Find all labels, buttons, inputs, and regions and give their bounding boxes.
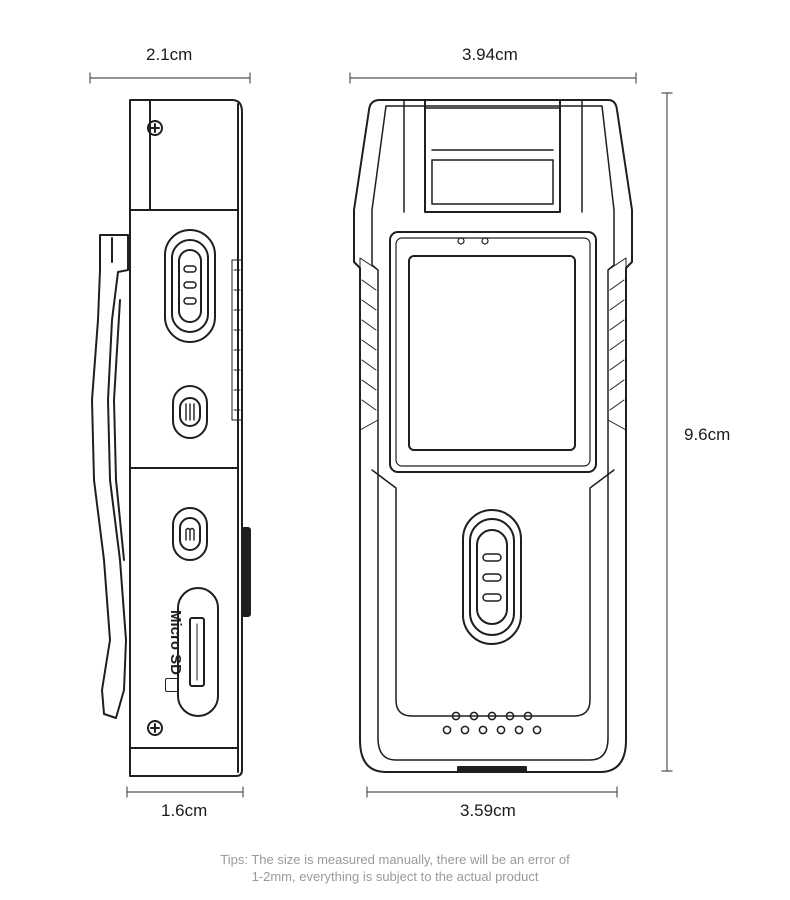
power-button-icon bbox=[172, 385, 208, 439]
side-width-bottom-label: 1.6cm bbox=[161, 801, 208, 820]
sd-slot bbox=[177, 587, 219, 717]
sd-card-icon bbox=[165, 678, 179, 692]
side-record-button bbox=[164, 229, 216, 343]
front-side-grille-right bbox=[607, 257, 627, 431]
tips-line-2: 1-2mm, everything is subject to the actu… bbox=[251, 869, 539, 884]
front-side-grille-left bbox=[359, 257, 379, 431]
side-body bbox=[129, 99, 243, 777]
screw-icon bbox=[147, 720, 163, 736]
mode-button-icon bbox=[172, 507, 208, 561]
side-view bbox=[91, 99, 251, 777]
screw-icon bbox=[147, 120, 163, 136]
bottom-port bbox=[457, 766, 527, 773]
tips-line-1: Tips: The size is measured manually, the… bbox=[220, 852, 570, 867]
speaker-grille-icon bbox=[442, 711, 542, 735]
record-button-icon bbox=[462, 509, 522, 645]
tips-note: Tips: The size is measured manually, the… bbox=[0, 851, 790, 885]
belt-clip bbox=[91, 234, 129, 719]
lens-housing bbox=[403, 99, 583, 213]
side-port bbox=[241, 527, 251, 617]
height-label: 9.6cm bbox=[684, 425, 731, 444]
dimension-lines bbox=[89, 72, 673, 798]
side-width-top-label: 2.1cm bbox=[146, 45, 193, 64]
front-view bbox=[353, 99, 633, 773]
front-body bbox=[353, 99, 633, 773]
screen bbox=[389, 231, 597, 473]
front-width-bottom-label: 3.59cm bbox=[460, 801, 516, 820]
front-width-top-label: 3.94cm bbox=[462, 45, 518, 64]
side-ridges bbox=[231, 259, 243, 421]
